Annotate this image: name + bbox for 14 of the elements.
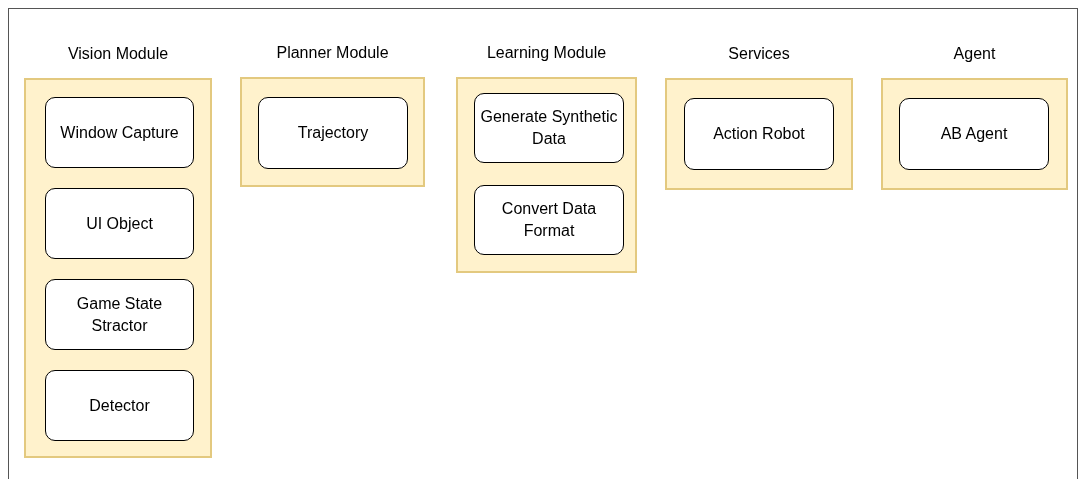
- process-box: Detector: [45, 370, 194, 441]
- process-box: Trajectory: [258, 97, 408, 169]
- module-title: Agent: [952, 44, 997, 64]
- process-box: Action Robot: [684, 98, 834, 170]
- process-box: Convert Data Format: [474, 185, 624, 255]
- module-title: Vision Module: [66, 44, 170, 64]
- module-title: Learning Module: [485, 43, 608, 63]
- process-box: UI Object: [45, 188, 194, 259]
- process-box: Generate Synthetic Data: [474, 93, 624, 163]
- process-box: Game State Stractor: [45, 279, 194, 350]
- module-title: Services: [727, 44, 791, 64]
- process-box: AB Agent: [899, 98, 1049, 170]
- module-title: Planner Module: [275, 43, 390, 63]
- process-box: Window Capture: [45, 97, 194, 168]
